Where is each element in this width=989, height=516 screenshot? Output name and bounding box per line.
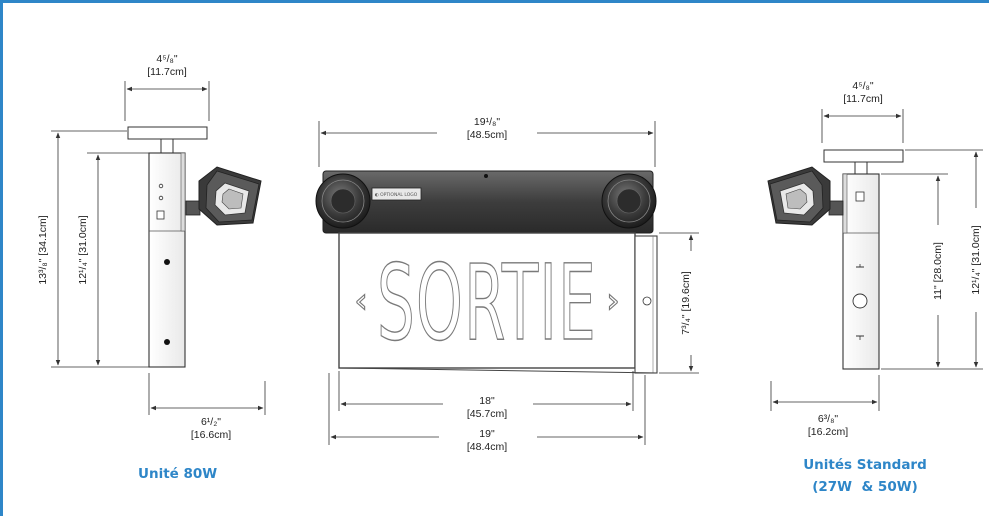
housing-width-cm-label: [48.5cm] — [467, 129, 507, 141]
left-depth-label: 6¹/₂" — [201, 416, 221, 428]
center-right-lamp-icon — [601, 173, 657, 229]
housing-width-label: 19¹/₈" — [474, 116, 500, 128]
left-total-height-label: 13³/₈" [34.1cm] — [37, 215, 49, 284]
center-unit: 19¹/₈" [48.5cm] ◐ OPTIONAL LOGO ‹ SORTIE… — [315, 116, 699, 458]
right-body — [842, 173, 880, 370]
right-top-width-cm-label: [11.7cm] — [843, 93, 883, 105]
left-top-width-label: 4⁵/₈" — [156, 53, 177, 65]
left-top-width-cm-label: [11.7cm] — [147, 66, 187, 78]
panel-height-label: 7³/₄" [19.6cm] — [680, 271, 692, 335]
overall-width-cm-label: [48.4cm] — [467, 441, 507, 453]
right-stem — [854, 161, 868, 175]
center-left-lamp-icon — [315, 173, 371, 229]
right-unit: 4⁵/₈" [11.7cm] 11" [28.0cm] — [767, 80, 985, 495]
left-lamp-head-icon — [185, 166, 262, 226]
left-stem — [160, 138, 174, 154]
dimension-drawing: 4⁵/₈" [11.7cm] 13³/₈" [34.1cm] — [33, 53, 985, 495]
chevron-right-icon: › — [606, 281, 620, 321]
right-body-height-label: 11" [28.0cm] — [932, 242, 944, 300]
panel-width-cm-label: [45.7cm] — [467, 408, 507, 420]
left-body-height-label: 12¹/₄" [31.0cm] — [77, 215, 89, 284]
overall-width-label: 19" — [479, 428, 495, 440]
chevron-left-icon: ‹ — [354, 281, 368, 321]
right-total-height-label: 12¹/₄" [31.0cm] — [970, 225, 982, 294]
optional-logo-badge — [371, 187, 422, 201]
right-top-width-label: 4⁵/₈" — [852, 80, 873, 92]
left-unit: 4⁵/₈" [11.7cm] 13³/₈" [34.1cm] — [33, 53, 266, 482]
right-depth-cm-label: [16.2cm] — [808, 426, 848, 438]
right-depth-label: 6³/₈" — [818, 413, 839, 425]
left-unit-caption: Unité 80W — [138, 466, 217, 482]
panel-width-label: 18" — [479, 395, 495, 407]
sign-panel — [338, 232, 636, 369]
left-canopy — [127, 126, 208, 140]
right-canopy — [823, 149, 904, 163]
left-depth-cm-label: [16.6cm] — [191, 429, 231, 441]
sign-text: SORTIE — [377, 242, 597, 364]
right-lamp-head-icon — [767, 166, 844, 226]
right-unit-caption-line2: (27W & 50W) — [812, 479, 918, 495]
badge-text: ◐ OPTIONAL LOGO — [375, 192, 418, 198]
right-unit-caption-line1: Unités Standard — [803, 457, 927, 473]
